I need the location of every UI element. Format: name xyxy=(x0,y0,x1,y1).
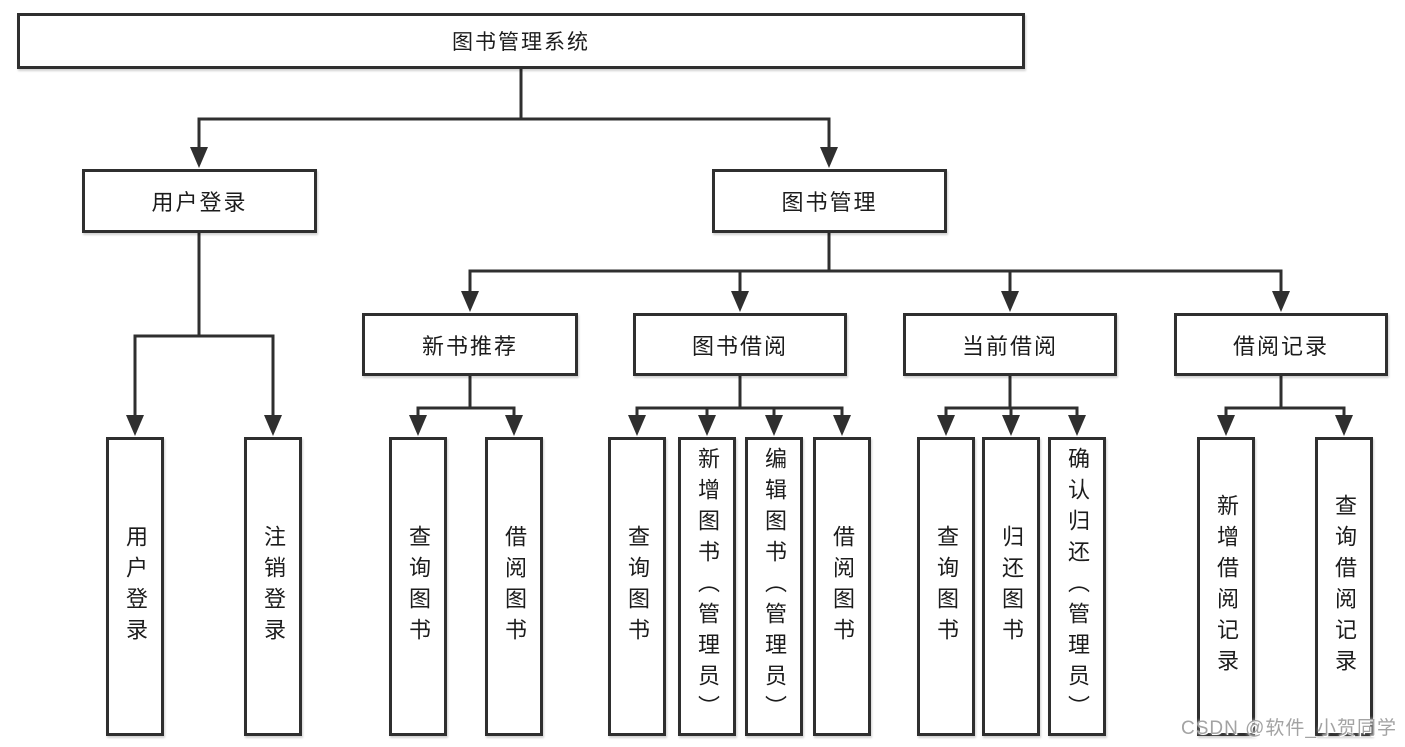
leaf-edit-book-admin: 编辑图书（管理员） xyxy=(745,437,803,736)
node-current-borrow: 当前借阅 xyxy=(903,313,1117,376)
node-book-management-label: 图书管理 xyxy=(781,190,878,215)
node-new-book-recommend: 新书推荐 xyxy=(362,313,578,376)
node-new-book-recommend-label: 新书推荐 xyxy=(421,333,518,359)
leaf-query-books-borrow: 查询图书 xyxy=(608,437,666,736)
node-borrow-records-label: 借阅记录 xyxy=(1232,333,1329,359)
leaf-add-book-admin-label: 新增图书（管理员） xyxy=(695,447,720,726)
node-book-borrow: 图书借阅 xyxy=(633,313,847,376)
node-borrow-records: 借阅记录 xyxy=(1174,313,1388,376)
leaf-borrow-books-recommend-label: 借阅图书 xyxy=(502,524,527,649)
leaf-add-borrow-record-label: 新增借阅记录 xyxy=(1214,493,1239,680)
leaf-user-login: 用户登录 xyxy=(106,437,164,736)
leaf-query-borrow-record: 查询借阅记录 xyxy=(1315,437,1373,736)
leaf-logout-label: 注销登录 xyxy=(261,524,286,649)
leaf-logout: 注销登录 xyxy=(244,437,302,736)
csdn-watermark: CSDN @软件_小贺同学 xyxy=(1181,718,1397,739)
leaf-confirm-return-admin: 确认归还（管理员） xyxy=(1048,437,1106,736)
leaf-borrow-books-label: 借阅图书 xyxy=(830,524,855,649)
leaf-query-books-recommend: 查询图书 xyxy=(389,437,447,736)
leaf-add-borrow-record: 新增借阅记录 xyxy=(1197,437,1255,736)
node-user-login-label: 用户登录 xyxy=(151,190,248,215)
node-book-management: 图书管理 xyxy=(712,169,947,233)
node-current-borrow-label: 当前借阅 xyxy=(961,333,1058,359)
leaf-query-books-borrow-label: 查询图书 xyxy=(625,524,650,649)
leaf-return-book: 归还图书 xyxy=(982,437,1040,736)
leaf-query-books-current-label: 查询图书 xyxy=(934,524,959,649)
leaf-query-borrow-record-label: 查询借阅记录 xyxy=(1332,493,1357,680)
leaf-query-books-current: 查询图书 xyxy=(917,437,975,736)
leaf-query-books-recommend-label: 查询图书 xyxy=(406,524,431,649)
leaf-borrow-books-recommend: 借阅图书 xyxy=(485,437,543,736)
leaf-return-book-label: 归还图书 xyxy=(999,524,1024,649)
arrowhead-icons xyxy=(126,147,1353,436)
node-library-system-label: 图书管理系统 xyxy=(452,31,590,54)
leaf-user-login-label: 用户登录 xyxy=(123,524,148,649)
leaf-edit-book-admin-label: 编辑图书（管理员） xyxy=(762,447,787,726)
node-book-borrow-label: 图书借阅 xyxy=(691,333,788,359)
leaf-borrow-books: 借阅图书 xyxy=(813,437,871,736)
node-user-login: 用户登录 xyxy=(82,169,317,233)
leaf-confirm-return-admin-label: 确认归还（管理员） xyxy=(1065,447,1090,726)
node-library-system: 图书管理系统 xyxy=(17,13,1025,69)
leaf-add-book-admin: 新增图书（管理员） xyxy=(678,437,736,736)
